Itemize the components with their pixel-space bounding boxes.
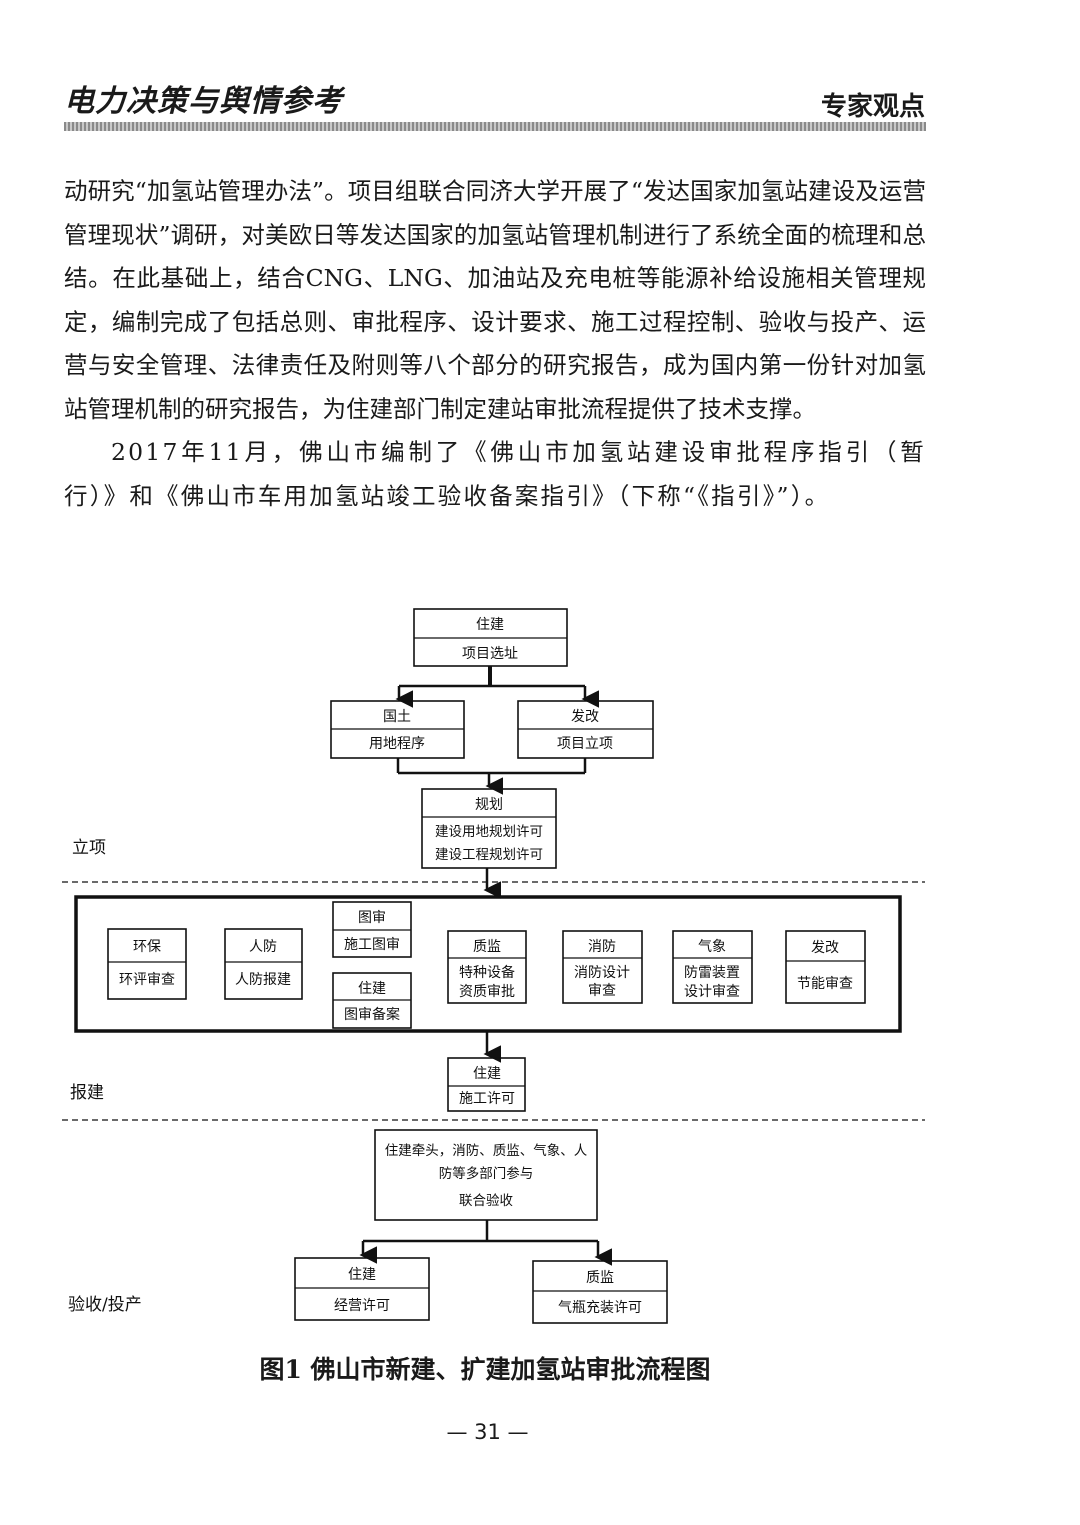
cylinder-permit-box bbox=[532, 1260, 668, 1324]
site-selection-task: 项目选址 bbox=[462, 646, 518, 662]
fire-task-2: 审查 bbox=[588, 983, 616, 999]
cylinder-permit-task: 气瓶充装许可 bbox=[558, 1300, 642, 1316]
planning-task-2: 建设工程规划许可 bbox=[435, 847, 543, 863]
operation-permit-box bbox=[294, 1257, 430, 1321]
fire-box bbox=[562, 930, 643, 1004]
drawing-review-task: 施工图审 bbox=[344, 937, 400, 953]
phase-label-yanshou: 验收/投产 bbox=[68, 1295, 142, 1315]
planning-box bbox=[421, 788, 557, 869]
quality-box bbox=[447, 930, 527, 1004]
header-rule bbox=[64, 122, 926, 131]
site-selection-dept: 住建 bbox=[476, 617, 504, 633]
civil-defense-dept: 人防 bbox=[249, 939, 277, 955]
operation-permit-dept: 住建 bbox=[348, 1267, 376, 1283]
quality-task-2: 资质审批 bbox=[459, 984, 515, 1000]
parallel-review-frame bbox=[74, 895, 902, 1033]
env-box bbox=[107, 928, 187, 1000]
energy-dept: 发改 bbox=[811, 940, 839, 956]
planning-task-1: 建设用地规划许可 bbox=[435, 824, 543, 840]
phase-label-lixiang: 立项 bbox=[72, 838, 106, 858]
drawing-filing-dept: 住建 bbox=[358, 981, 386, 997]
page-number: — 31 — bbox=[446, 1420, 529, 1444]
civil-defense-box bbox=[224, 928, 303, 1000]
drawing-filing-task: 图审备案 bbox=[344, 1006, 400, 1023]
section-title: 专家观点 bbox=[820, 92, 925, 122]
land-dept: 国土 bbox=[383, 709, 411, 725]
quality-task-1: 特种设备 bbox=[459, 964, 515, 981]
paragraph-1: 动研究“加氢站管理办法”。项目组联合同济大学开展了“发达国家加氢站建设及运营管理… bbox=[64, 177, 926, 423]
fire-task-1: 消防设计 bbox=[574, 965, 630, 981]
drawing-review-dept: 图审 bbox=[358, 910, 386, 926]
fire-dept: 消防 bbox=[588, 939, 616, 955]
energy-box bbox=[785, 930, 866, 1004]
planning-dept: 规划 bbox=[475, 797, 503, 813]
joint-acceptance-line-3: 联合验收 bbox=[459, 1193, 513, 1209]
construction-permit-task: 施工许可 bbox=[459, 1091, 515, 1107]
land-task: 用地程序 bbox=[369, 736, 425, 752]
env-dept: 环保 bbox=[133, 939, 161, 955]
env-task: 环评审查 bbox=[119, 972, 175, 988]
weather-box bbox=[672, 930, 753, 1004]
operation-permit-task: 经营许可 bbox=[334, 1298, 390, 1314]
weather-task-1: 防雷装置 bbox=[684, 965, 740, 981]
paragraph-2: 2017年11月，佛山市编制了《佛山市加氢站建设审批程序指引（暂行）》和《佛山市… bbox=[64, 438, 926, 510]
construction-permit-box bbox=[447, 1057, 526, 1112]
project-approval-task: 项目立项 bbox=[557, 736, 613, 752]
phase-label-baojian: 报建 bbox=[70, 1083, 104, 1103]
quality-dept: 质监 bbox=[473, 939, 501, 955]
weather-dept: 气象 bbox=[698, 939, 726, 955]
journal-title: 电力决策与舆情参考 bbox=[64, 84, 343, 119]
joint-acceptance-line-2: 防等多部门参与 bbox=[439, 1165, 534, 1182]
joint-acceptance-line-1: 住建牵头，消防、质监、气象、人 bbox=[385, 1143, 588, 1159]
civil-defense-task: 人防报建 bbox=[235, 972, 291, 988]
project-approval-dept: 发改 bbox=[571, 709, 599, 725]
energy-task: 节能审查 bbox=[797, 976, 853, 992]
weather-task-2: 设计审查 bbox=[684, 984, 740, 1000]
figure-caption: 图1 佛山市新建、扩建加氢站审批流程图 bbox=[259, 1355, 711, 1384]
construction-permit-dept: 住建 bbox=[473, 1066, 501, 1082]
cylinder-permit-dept: 质监 bbox=[586, 1270, 614, 1286]
body-text: 动研究“加氢站管理办法”。项目组联合同济大学开展了“发达国家加氢站建设及运营管理… bbox=[64, 170, 926, 518]
